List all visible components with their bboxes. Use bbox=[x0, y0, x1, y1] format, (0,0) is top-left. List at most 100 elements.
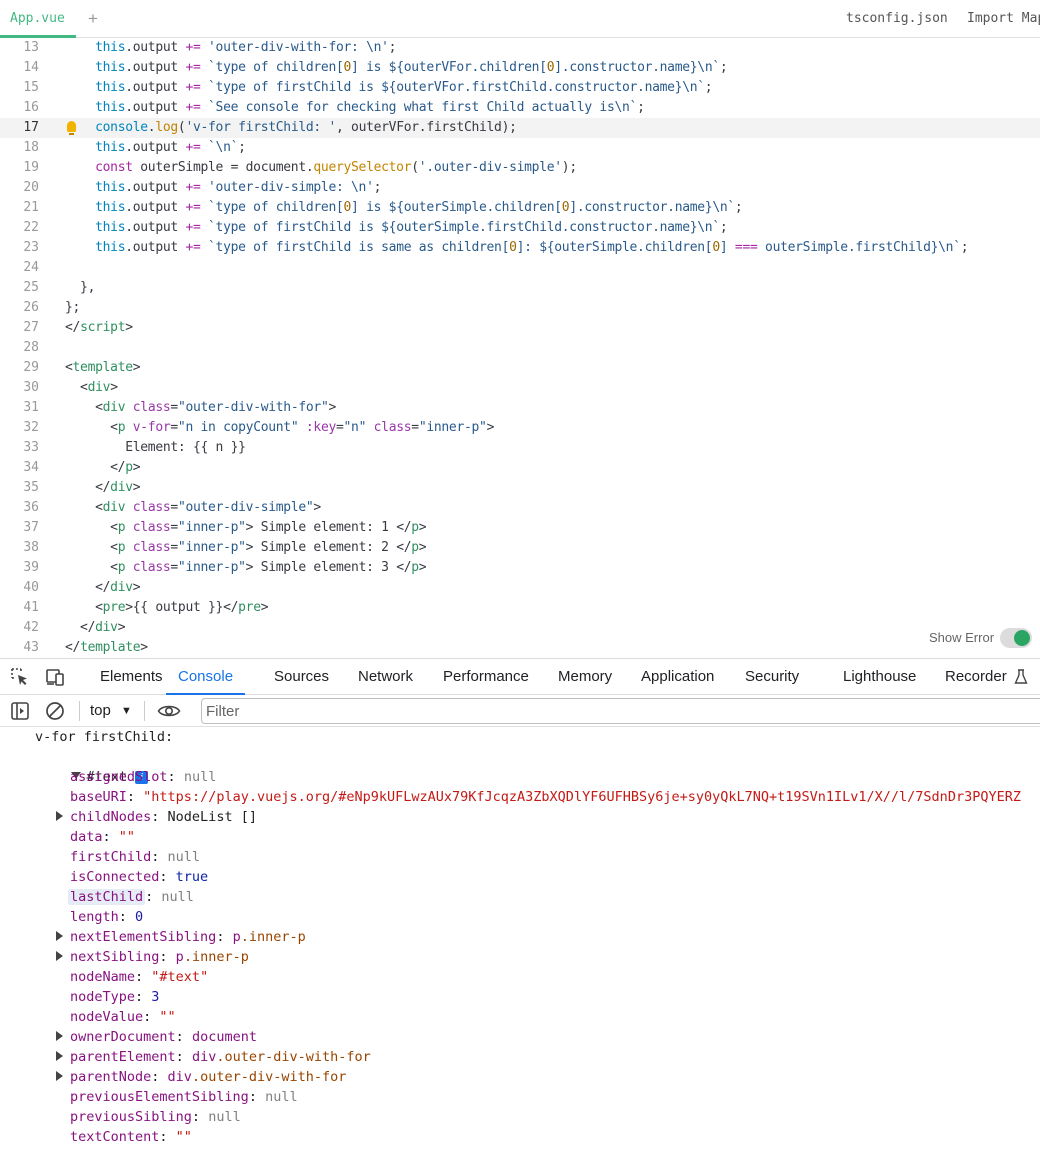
code-token: ; bbox=[704, 80, 713, 95]
property-row[interactable]: parentElement: div.outer-div-with-for bbox=[55, 1047, 371, 1067]
code-token: p bbox=[411, 560, 419, 575]
code-line[interactable]: 37 <p class="inner-p"> Simple element: 1… bbox=[0, 518, 1040, 538]
line-number: 15 bbox=[23, 80, 39, 95]
code-line[interactable]: 22 this.output += `type of firstChild is… bbox=[0, 218, 1040, 238]
tab-application[interactable]: Application bbox=[641, 668, 715, 685]
inspect-element-icon[interactable] bbox=[10, 667, 30, 687]
code-line[interactable]: 14 this.output += `type of children[0] i… bbox=[0, 58, 1040, 78]
device-toolbar-icon[interactable] bbox=[45, 667, 65, 687]
code-line[interactable]: 26}; bbox=[0, 298, 1040, 318]
code-line[interactable]: 15 this.output += `type of firstChild is… bbox=[0, 78, 1040, 98]
code-line[interactable]: 16 this.output += `See console for check… bbox=[0, 98, 1040, 118]
tab-security[interactable]: Security bbox=[745, 668, 800, 685]
line-number: 27 bbox=[23, 320, 39, 335]
expand-triangle-icon[interactable] bbox=[55, 1027, 70, 1047]
property-key: childNodes bbox=[70, 809, 152, 825]
property-key: nodeType bbox=[70, 989, 136, 1005]
expand-triangle-icon[interactable] bbox=[55, 927, 70, 947]
tab-network[interactable]: Network bbox=[358, 668, 414, 685]
code-line[interactable]: 35 </div> bbox=[0, 478, 1040, 498]
code-token: . bbox=[147, 120, 156, 135]
code-line[interactable]: 13 this.output += 'outer-div-with-for: \… bbox=[0, 38, 1040, 58]
code-line[interactable]: 20 this.output += 'outer-div-simple: \n'… bbox=[0, 178, 1040, 198]
code-line[interactable]: 29<template> bbox=[0, 358, 1040, 378]
property-row: assignedSlot: null bbox=[55, 767, 216, 787]
context-selector[interactable]: top bbox=[90, 702, 111, 719]
caret-right-icon[interactable] bbox=[56, 1071, 63, 1081]
code-line[interactable]: 23 this.output += `type of firstChild is… bbox=[0, 238, 1040, 258]
show-error-toggle[interactable] bbox=[1000, 628, 1032, 648]
chevron-down-icon[interactable]: ▼ bbox=[121, 705, 132, 717]
clear-console-icon[interactable] bbox=[45, 701, 65, 721]
property-key: textContent bbox=[70, 1129, 160, 1145]
console-toolbar: top ▼ bbox=[0, 695, 1040, 727]
line-number: 29 bbox=[23, 360, 39, 375]
expand-triangle-icon[interactable] bbox=[55, 1047, 70, 1067]
code-line[interactable]: 42 </div> bbox=[0, 618, 1040, 638]
code-token: ] is ${outerSimple.children[ bbox=[351, 200, 562, 215]
code-line[interactable]: 41 <pre>{{ output }}</pre> bbox=[0, 598, 1040, 618]
live-expression-eye-icon[interactable] bbox=[157, 701, 181, 721]
caret-right-icon[interactable] bbox=[56, 1031, 63, 1041]
caret-right-icon[interactable] bbox=[56, 811, 63, 821]
tab-performance[interactable]: Performance bbox=[443, 668, 529, 685]
code-line[interactable]: 19 const outerSimple = document.querySel… bbox=[0, 158, 1040, 178]
code-line[interactable]: 36 <div class="outer-div-simple"> bbox=[0, 498, 1040, 518]
tab-memory[interactable]: Memory bbox=[558, 668, 613, 685]
code-line[interactable]: 28 bbox=[0, 338, 1040, 358]
code-line[interactable]: 39 <p class="inner-p"> Simple element: 3… bbox=[0, 558, 1040, 578]
code-line[interactable]: 33 Element: {{ n }} bbox=[0, 438, 1040, 458]
code-token: = bbox=[411, 420, 419, 435]
code-line[interactable]: 32 <p v-for="n in copyCount" :key="n" cl… bbox=[0, 418, 1040, 438]
tab-console[interactable]: Console bbox=[166, 659, 246, 695]
code-line[interactable]: 25 }, bbox=[0, 278, 1040, 298]
console-filter-input[interactable] bbox=[201, 698, 1040, 724]
property-row[interactable]: childNodes: NodeList [] bbox=[55, 807, 257, 827]
property-row[interactable]: ownerDocument: document bbox=[55, 1027, 257, 1047]
caret-right-icon[interactable] bbox=[56, 931, 63, 941]
code-line[interactable]: 40 </div> bbox=[0, 578, 1040, 598]
code-line[interactable]: 24 bbox=[0, 258, 1040, 278]
code-line[interactable]: 34 </p> bbox=[0, 458, 1040, 478]
code-line[interactable]: 30 <div> bbox=[0, 378, 1040, 398]
lightbulb-icon[interactable] bbox=[67, 121, 76, 135]
code-editor[interactable]: 13 this.output += 'outer-div-with-for: \… bbox=[0, 38, 1040, 658]
line-number: 21 bbox=[23, 200, 39, 215]
code-line[interactable]: 31 <div class="outer-div-with-for"> bbox=[0, 398, 1040, 418]
code-text: <div class="outer-div-simple"> bbox=[65, 498, 321, 518]
expand-triangle-icon[interactable] bbox=[55, 807, 70, 827]
code-token: class bbox=[125, 540, 171, 555]
file-tab-app-vue[interactable]: App.vue bbox=[0, 0, 76, 38]
caret-right-icon[interactable] bbox=[56, 1051, 63, 1061]
code-line[interactable]: 43</template> bbox=[0, 638, 1040, 658]
expand-triangle-icon[interactable] bbox=[55, 947, 70, 967]
code-line[interactable]: 18 this.output += `\n`; bbox=[0, 138, 1040, 158]
add-file-button[interactable]: + bbox=[88, 9, 98, 28]
line-number: 14 bbox=[23, 60, 39, 75]
code-token: ); bbox=[561, 160, 577, 175]
code-line[interactable]: 27</script> bbox=[0, 318, 1040, 338]
tab-sources[interactable]: Sources bbox=[274, 668, 330, 685]
property-row[interactable]: nextElementSibling: p.inner-p bbox=[55, 927, 306, 947]
code-token: > bbox=[486, 420, 495, 435]
code-line[interactable]: 38 <p class="inner-p"> Simple element: 2… bbox=[0, 538, 1040, 558]
tsconfig-tab[interactable]: tsconfig.json bbox=[846, 11, 948, 26]
tab-recorder[interactable]: Recorder bbox=[945, 668, 1007, 685]
tab-elements[interactable]: Elements bbox=[100, 668, 163, 685]
expand-triangle-icon[interactable] bbox=[70, 772, 81, 779]
property-row[interactable]: parentNode: div.outer-div-with-for bbox=[55, 1067, 346, 1087]
code-token: ].constructor.name}\n` bbox=[569, 200, 735, 215]
import-map-tab[interactable]: Import Map bbox=[967, 11, 1040, 26]
code-token: > bbox=[117, 620, 126, 635]
tab-lighthouse[interactable]: Lighthouse bbox=[843, 668, 917, 685]
caret-right-icon[interactable] bbox=[56, 951, 63, 961]
expand-triangle-icon[interactable] bbox=[55, 1067, 70, 1087]
property-row: baseURI: "https://play.vuejs.org/#eNp9kU… bbox=[55, 787, 1021, 807]
element-class: .outer-div-with-for bbox=[191, 1069, 347, 1085]
code-line[interactable]: 17 console.log('v-for firstChild: ', out… bbox=[0, 118, 1040, 138]
code-line[interactable]: 21 this.output += `type of children[0] i… bbox=[0, 198, 1040, 218]
property-row[interactable]: nextSibling: p.inner-p bbox=[55, 947, 249, 967]
sidebar-toggle-icon[interactable] bbox=[10, 701, 30, 721]
info-icon[interactable]: i bbox=[135, 771, 149, 784]
